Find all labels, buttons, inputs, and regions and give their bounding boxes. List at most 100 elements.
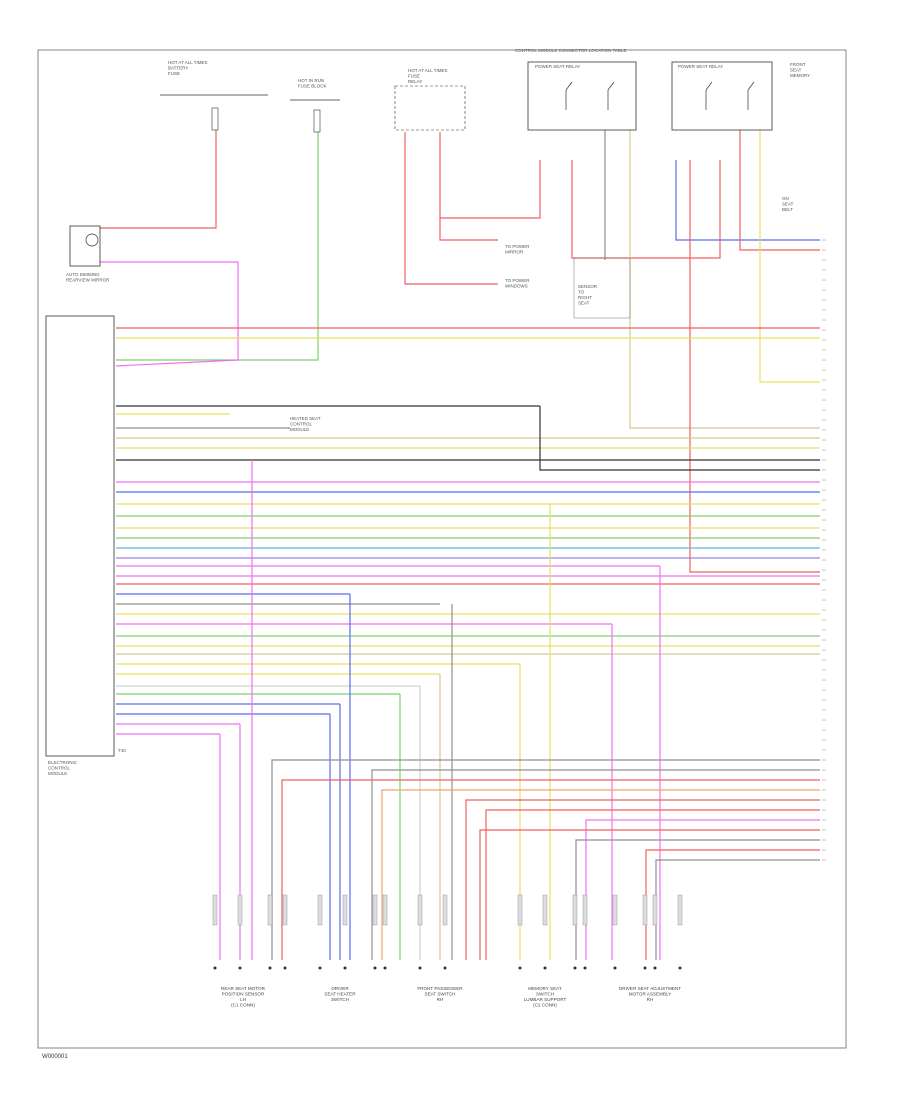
fuse-right-box <box>394 85 466 131</box>
feed-wire-blue-1 <box>675 160 820 241</box>
connector-pin-15 <box>642 894 648 926</box>
connector-pin-0 <box>212 894 218 926</box>
ecm-name-line: ELECTRONIC <box>48 760 78 765</box>
feed-wire-red-6 <box>689 160 820 573</box>
bottom_4-name-line: MEMORY SEAT <box>528 986 562 991</box>
feed-wire-red-4 <box>439 218 498 241</box>
ground-dot-16 <box>653 966 657 970</box>
bottom_5-name-line: MOTOR ASSEMBLY <box>629 992 671 997</box>
bottom_4-name-line: LUMBAR SUPPORT <box>524 997 567 1002</box>
ecm-wire-dark-route <box>539 406 820 471</box>
bottom_4-name-line: (C2 CONN) <box>533 1003 557 1008</box>
note-d-line: CONTROL <box>290 422 312 427</box>
right-bundle-wire-4 <box>465 799 820 960</box>
feed-wire-red-5 <box>571 160 721 259</box>
diagram-border <box>37 49 847 1049</box>
relay-a-box <box>527 61 637 131</box>
connector-pin-4 <box>317 894 323 926</box>
bottom_3-name-line: FRONT PASSENGER <box>417 986 463 991</box>
bottom_2-name-line: SEAT HEATER <box>324 992 356 997</box>
ground-dot-12 <box>573 966 577 970</box>
ground-dot-15 <box>643 966 647 970</box>
note-c-line: SEAT <box>578 301 590 306</box>
ground-dot-6 <box>373 966 377 970</box>
note-e-line: ON <box>782 196 789 201</box>
note-c-line: RIGHT <box>578 295 592 300</box>
bottom_1-name-line: REAR SEAT MOTOR <box>221 986 266 991</box>
right-bundle-wire-6 <box>585 819 820 960</box>
connector-pin-7 <box>382 894 388 926</box>
right-bundle-wire-1 <box>371 769 820 960</box>
note-f-line: SEAT <box>790 68 802 73</box>
note-a-line: MIRROR <box>505 250 524 255</box>
connector-pin-12 <box>572 894 578 926</box>
right-bundle-wire-5 <box>485 809 820 960</box>
note-f-line: MEMORY <box>790 73 810 78</box>
fuse-left-name-line: FUSE <box>168 71 180 76</box>
relay-a-name: POWER SEAT RELAY <box>535 64 580 69</box>
ecm-connector: T40 <box>118 748 126 753</box>
ground-dot-13 <box>583 966 587 970</box>
bottom_5-name-line: RH <box>647 997 654 1002</box>
ecm-module-box <box>45 315 115 757</box>
ground-dot-11 <box>543 966 547 970</box>
bottom_2-name-line: SWITCH <box>331 997 349 1002</box>
fuse-right-name-line: HOT AT ALL TIMES <box>408 68 448 73</box>
feed-wire-red-1 <box>100 130 217 229</box>
connector-pin-2 <box>267 894 273 926</box>
ground-dot-14 <box>613 966 617 970</box>
relay-b-box <box>671 61 773 131</box>
mirror-motor-name-line: AUTO DIMMING <box>66 272 100 277</box>
relay-switch-1 <box>607 81 615 110</box>
ecm-connector-line: T40 <box>118 748 126 753</box>
fuse-mid-name-line: HOT IN RUN <box>298 78 324 83</box>
note-a-line: TO POWER <box>505 244 530 249</box>
note-b-line: WINDOWS <box>505 284 528 289</box>
connector-pin-16 <box>652 894 658 926</box>
bottom_1-name-line: POSITION SENSOR <box>222 992 265 997</box>
note-d-line: HEATED SEAT <box>290 416 321 421</box>
bottom_5-name-line: DRIVER SEAT ADJUSTMENT <box>619 986 681 991</box>
feed-wire-red-7 <box>739 130 820 251</box>
relay-a-name-line: POWER SEAT RELAY <box>535 64 580 69</box>
connector-pin-5 <box>342 894 348 926</box>
connector-pin-10 <box>517 894 523 926</box>
fuse-left-name-line: BATTERY <box>168 66 188 71</box>
fuse-right-name-line: RELAY <box>408 79 422 84</box>
note-c-line: TO <box>578 290 585 295</box>
fuse-left-name-line: HOT AT ALL TIMES <box>168 60 208 65</box>
right-bundle-wire-9 <box>645 849 820 960</box>
note-d-line: MODULE <box>290 427 309 432</box>
ground-dot-5 <box>343 966 347 970</box>
bottom_2-name-line: DRIVER <box>331 986 349 991</box>
right-bundle-wire-10 <box>655 859 820 960</box>
note-c-box <box>573 257 631 319</box>
relay-switch-2 <box>705 81 713 110</box>
motor-symbol-icon <box>85 233 99 247</box>
note-e-line: BELT <box>782 207 793 212</box>
feed-wire-tan <box>629 130 820 429</box>
relay-b-name-line: POWER SEAT RELAY <box>678 64 723 69</box>
ground-dot-8 <box>418 966 422 970</box>
page-code: W000001 <box>42 1054 68 1060</box>
fuse-mid-fuse <box>313 109 321 133</box>
connector-pin-13 <box>582 894 588 926</box>
feed-wire-red-2 <box>404 132 498 285</box>
ground-dot-2 <box>268 966 272 970</box>
ground-dot-10 <box>518 966 522 970</box>
ground-dot-7 <box>383 966 387 970</box>
